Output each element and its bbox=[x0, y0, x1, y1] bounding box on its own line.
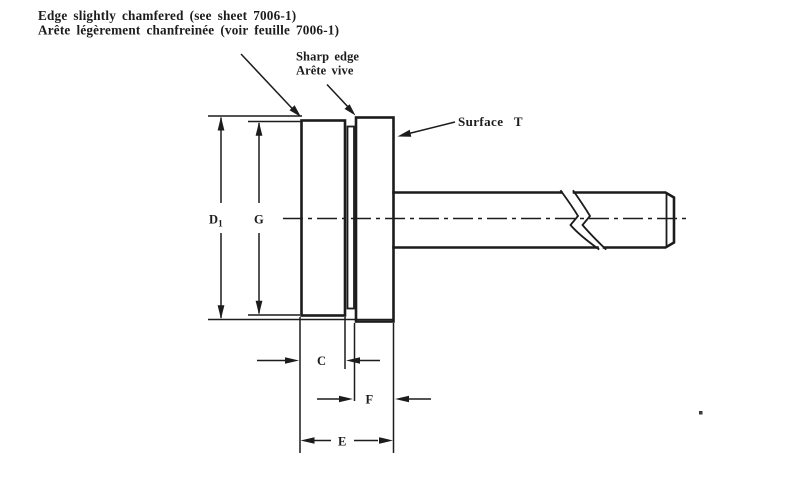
leader-edge-chamfered-arrow-icon bbox=[289, 105, 301, 117]
dimension-g: G bbox=[254, 122, 264, 315]
dim-label-d1-subscript: 1 bbox=[218, 220, 223, 230]
dim-e-arrow-left-icon bbox=[300, 437, 315, 444]
note-surface-t: Surface T bbox=[458, 114, 523, 129]
dim-f-arrow-left-icon bbox=[395, 395, 409, 403]
dim-d1-arrow-down-icon bbox=[217, 305, 225, 319]
dim-c-arrow-right-icon bbox=[285, 357, 299, 364]
leader-sharp-edge bbox=[326, 83, 356, 116]
scan-speck bbox=[699, 411, 703, 415]
dim-label-f: F bbox=[366, 393, 374, 407]
dimension-d1: D1 bbox=[209, 116, 225, 319]
dim-label-c: C bbox=[317, 354, 326, 368]
dim-c-arrow-left-icon bbox=[346, 357, 360, 364]
dim-label-d1: D1 bbox=[209, 213, 223, 230]
dim-f-arrow-right-icon bbox=[339, 395, 353, 403]
dim-g-arrow-down-icon bbox=[255, 300, 263, 315]
dimension-e: E bbox=[300, 435, 393, 449]
leader-surface-t bbox=[397, 121, 456, 137]
dim-g-arrow-up-icon bbox=[255, 122, 263, 136]
leader-surface-t-arrow-icon bbox=[397, 129, 412, 137]
shaft-break-line-right bbox=[572, 189, 607, 251]
note-sharp-edge-en: Sharp edge bbox=[296, 50, 359, 64]
neck-groove-outline bbox=[346, 125, 355, 310]
dim-label-g: G bbox=[254, 213, 264, 227]
flange-outline bbox=[354, 116, 395, 323]
leader-surface-t-line bbox=[408, 121, 456, 135]
leader-sharp-edge-arrow-icon bbox=[344, 104, 356, 116]
dimension-c: C bbox=[257, 354, 380, 368]
leader-edge-chamfered-line bbox=[240, 53, 296, 113]
dim-label-d1-main: D bbox=[209, 213, 218, 227]
dim-d1-arrow-up-icon bbox=[217, 116, 225, 131]
shaft-outline bbox=[392, 191, 676, 249]
note-sharp-edge-fr: Arête vive bbox=[296, 64, 354, 78]
dim-e-arrow-right-icon bbox=[379, 437, 393, 444]
note-edge-chamfered-fr: Arête légèrement chanfreinée (voir feuil… bbox=[38, 23, 339, 38]
leader-sharp-edge-line bbox=[326, 83, 351, 110]
note-edge-chamfered-en: Edge slightly chamfered (see sheet 7006-… bbox=[38, 8, 296, 23]
leader-edge-chamfered bbox=[240, 53, 301, 117]
dim-label-e: E bbox=[338, 435, 346, 449]
dimension-f: F bbox=[317, 393, 431, 407]
shaft-break-line-left bbox=[559, 189, 600, 251]
